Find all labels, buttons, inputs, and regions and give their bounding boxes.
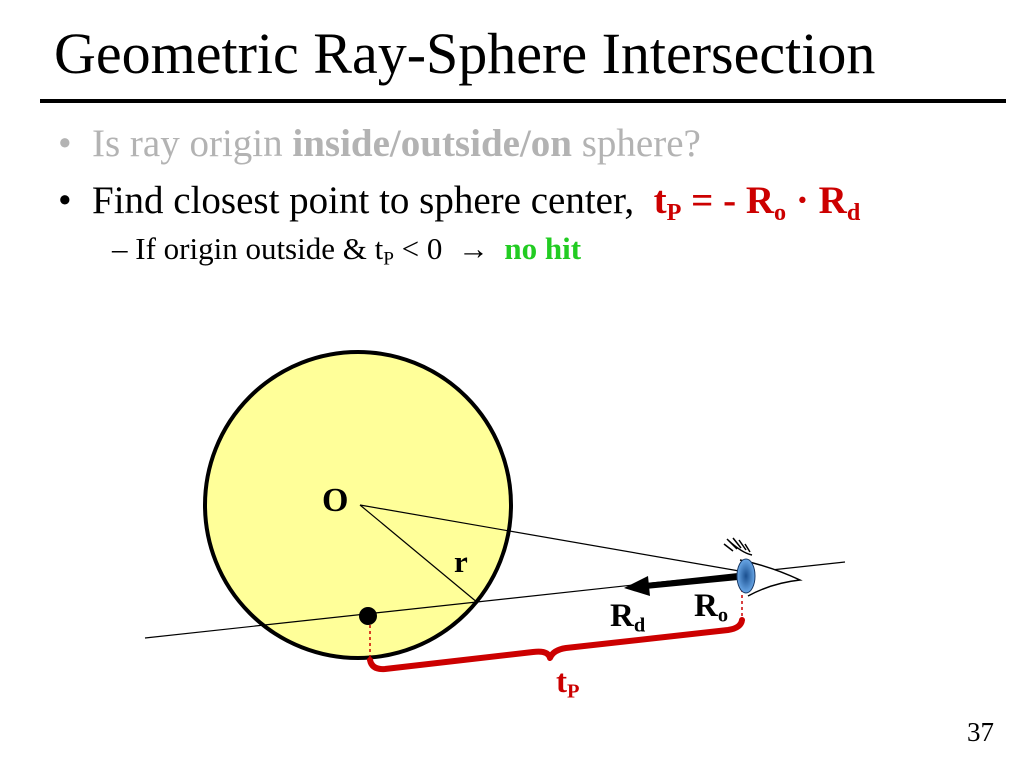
bullet-1-suffix: sphere?: [571, 122, 701, 165]
label-ro: Ro: [694, 588, 729, 627]
label-tp: tP: [556, 664, 580, 703]
label-center-o: O: [322, 482, 349, 519]
eq-t-sub: P: [666, 198, 682, 226]
label-rd-main: R: [610, 598, 634, 634]
rd-arrow-shaft: [644, 574, 739, 589]
eq-ro-sub: o: [774, 198, 787, 226]
sub-text: If origin outside & t: [135, 231, 384, 266]
eye-icon: [723, 537, 803, 597]
slide-title: Geometric Ray-Sphere Intersection: [54, 21, 876, 86]
sub-t-sub: P: [383, 248, 394, 270]
label-ro-sub: o: [717, 604, 729, 627]
label-rd: Rd: [610, 598, 646, 637]
eq-dot: · R: [786, 179, 847, 222]
label-rd-sub: d: [633, 614, 646, 637]
sub-cond: < 0: [393, 231, 443, 266]
bullet-2-text: Find closest point to sphere center,: [92, 179, 635, 222]
sphere: [203, 350, 513, 660]
tp-equation: tP = - Ro · Rd: [653, 179, 861, 224]
bullet-closest-point: • Find closest point to sphere center, tP…: [58, 177, 860, 225]
bullet-1-prefix: Is ray origin: [92, 122, 293, 165]
no-hit-label: no hit: [504, 231, 582, 266]
radius-line: [359, 504, 479, 604]
center-to-origin-line: [359, 504, 746, 573]
bullet-inside-outside: • Is ray origin inside/outside/on sphere?: [58, 120, 701, 168]
bullet-1-bold: inside/outside/on: [292, 122, 572, 165]
slide-number: 37: [967, 717, 994, 747]
arrow-icon: →: [457, 231, 489, 266]
sub-dash: –: [112, 231, 128, 266]
eq-mid: = - R: [681, 179, 775, 222]
eq-t: t: [653, 179, 667, 222]
label-tp-main: t: [556, 664, 567, 700]
closest-point-dot: [359, 607, 377, 625]
eq-rd-sub: d: [846, 198, 861, 226]
bullet-dot: •: [58, 179, 72, 222]
sub-bullet-no-hit: – If origin outside & tP < 0 → no hit: [112, 229, 581, 269]
ray-line: [144, 561, 846, 639]
tp-brace: [367, 617, 745, 673]
bullet-dot: •: [58, 122, 72, 165]
label-tp-sub: P: [567, 680, 580, 703]
title-divider: [40, 99, 1006, 103]
rd-arrow-head: [624, 576, 650, 596]
label-radius-r: r: [454, 544, 468, 579]
label-ro-main: R: [694, 588, 718, 624]
